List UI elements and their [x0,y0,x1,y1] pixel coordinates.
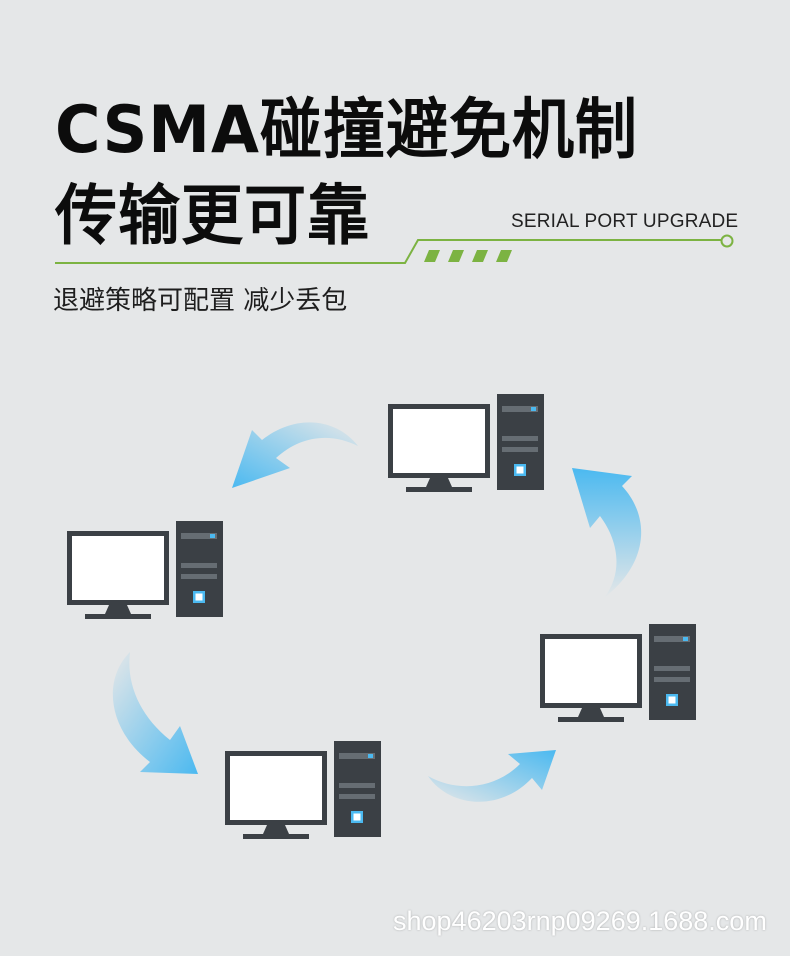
computer-left-icon [67,521,223,619]
header-accent-line [55,234,734,264]
page-title-line1: CSMA碰撞避免机制 [55,90,638,168]
arrow-left-icon [112,652,198,774]
header-stripes [424,250,512,262]
page-subtitle: 退避策略可配置 减少丢包 [53,286,348,316]
arrow-top-icon [232,422,358,488]
page-title-line2: 传输更可靠 [55,176,371,254]
feature-badge: SERIAL PORT UPGRADE [511,211,739,232]
computer-bottom-icon [225,741,381,839]
computer-right-icon [540,624,696,722]
arrow-right-icon [572,468,642,598]
arrow-bottom-icon [428,750,556,802]
shop-watermark: shop46203rnp09269.1688.com [393,906,767,936]
computer-top-icon [388,394,544,492]
